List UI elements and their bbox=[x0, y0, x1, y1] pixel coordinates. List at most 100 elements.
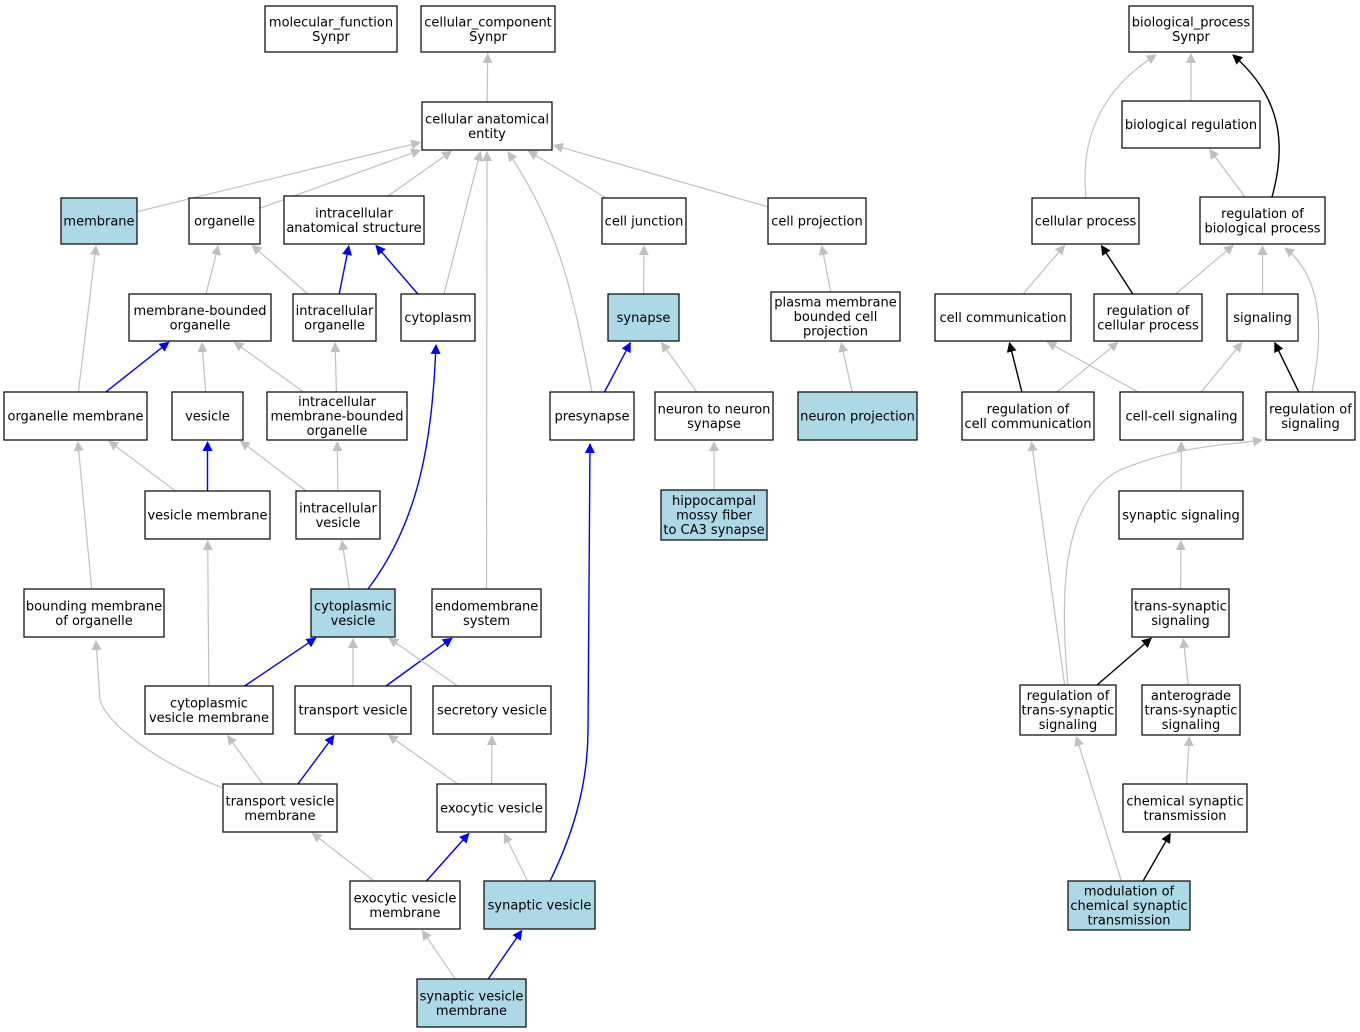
node-label-line: vesicle bbox=[185, 410, 230, 425]
node-label-line: chemical synaptic bbox=[1070, 899, 1187, 914]
node-box bbox=[1131, 588, 1230, 638]
node-synapse[interactable]: synapse bbox=[607, 293, 680, 342]
edge-exocytic-vesicle-membrane-to-exocytic-vesicle bbox=[425, 832, 470, 882]
node-organelle[interactable]: organelle bbox=[188, 197, 261, 245]
node-cell-cell-signaling[interactable]: cell-cell signaling bbox=[1119, 391, 1244, 441]
node-label-line: membrane-bounded bbox=[270, 410, 403, 425]
node-neuron-projection[interactable]: neuron projection bbox=[797, 391, 918, 441]
node-cellular-process[interactable]: cellular process bbox=[1031, 197, 1140, 245]
node-cell-communication[interactable]: cell communication bbox=[934, 293, 1072, 342]
node-presynapse[interactable]: presynapse bbox=[549, 391, 635, 441]
node-label-line: bounded cell bbox=[794, 310, 878, 325]
edge-synaptic-vesicle-to-exocytic-vesicle bbox=[503, 832, 529, 882]
node-label-line: cell projection bbox=[771, 215, 862, 230]
node-vesicle-membrane[interactable]: vesicle membrane bbox=[144, 490, 271, 540]
edge-synaptic-vesicle-membrane-to-synaptic-vesicle bbox=[487, 929, 523, 980]
node-label-line: endomembrane bbox=[435, 599, 539, 614]
edge-neuron-projection-to-plasma-membrane-bounded-cell-projection bbox=[838, 342, 853, 393]
node-label-line: secretory vesicle bbox=[437, 704, 547, 719]
node-label-line: to CA3 synapse bbox=[663, 523, 764, 538]
edge-modulation-of-chemical-synaptic-transmission-to-chemical-synaptic-transmission bbox=[1142, 832, 1171, 882]
node-box bbox=[128, 293, 272, 342]
node-label-line: trans-synaptic bbox=[1134, 599, 1227, 614]
node-label-line: organelle membrane bbox=[7, 410, 143, 425]
node-label-line: system bbox=[463, 614, 510, 629]
node-label-line: cell communication bbox=[964, 417, 1091, 432]
node-cell-projection[interactable]: cell projection bbox=[767, 197, 867, 245]
node-box bbox=[601, 197, 687, 245]
node-box bbox=[420, 5, 556, 53]
edge-cell-communication-to-cellular-process bbox=[1022, 244, 1066, 295]
node-label-line: transmission bbox=[1087, 914, 1170, 929]
edge-cell-projection-to-cellular-anatomical-entity bbox=[552, 142, 769, 208]
node-box bbox=[1121, 100, 1261, 149]
node-label-line: presynapse bbox=[554, 410, 629, 425]
node-membrane[interactable]: membrane bbox=[60, 197, 138, 245]
node-organelle-membrane[interactable]: organelle membrane bbox=[3, 391, 148, 441]
edge-exocytic-vesicle-membrane-to-transport-vesicle-membrane bbox=[311, 832, 375, 882]
edge-regulation-of-cellular-process-to-regulation-of-biological-process bbox=[1175, 244, 1234, 295]
node-label-line: membrane bbox=[63, 215, 134, 230]
node-label-line: signaling bbox=[1162, 718, 1221, 733]
node-cell-junction[interactable]: cell junction bbox=[601, 197, 687, 245]
node-transport-vesicle[interactable]: transport vesicle bbox=[294, 685, 412, 735]
edge-chemical-synaptic-transmission-to-anterograde-trans-synaptic-signaling bbox=[1183, 736, 1194, 785]
edge-regulation-of-biological-process-to-biological-process bbox=[1232, 54, 1280, 198]
node-cytoplasm[interactable]: cytoplasm bbox=[400, 293, 476, 342]
node-synaptic-vesicle[interactable]: synaptic vesicle bbox=[483, 880, 596, 930]
node-label-line: synaptic vesicle bbox=[488, 899, 592, 914]
edge-intracellular-vesicle-to-vesicle bbox=[239, 440, 307, 492]
node-signaling[interactable]: signaling bbox=[1226, 293, 1299, 342]
node-label-line: regulation of bbox=[1221, 207, 1304, 222]
edge-regulation-of-trans-synaptic-signaling-to-regulation-of-cell-communication bbox=[1027, 441, 1066, 686]
edge-vesicle-to-membrane-bounded-organelle bbox=[197, 342, 208, 393]
node-label-line: signaling bbox=[1281, 417, 1340, 432]
node-box bbox=[436, 783, 547, 833]
node-box bbox=[431, 588, 542, 638]
node-box bbox=[60, 197, 138, 245]
node-box bbox=[660, 489, 768, 541]
node-label-line: organelle bbox=[307, 424, 368, 439]
node-vesicle[interactable]: vesicle bbox=[171, 391, 244, 441]
node-exocytic-vesicle[interactable]: exocytic vesicle bbox=[436, 783, 547, 833]
node-biological-regulation[interactable]: biological regulation bbox=[1121, 100, 1261, 149]
edge-intracellular-membrane-bounded-organelle-to-intracellular-organelle bbox=[330, 342, 341, 393]
node-label-line: regulation of bbox=[1107, 304, 1190, 319]
node-label-line: regulation of bbox=[1027, 689, 1110, 704]
node-box bbox=[767, 197, 867, 245]
node-box bbox=[349, 880, 461, 930]
node-secretory-vesicle[interactable]: secretory vesicle bbox=[432, 685, 552, 735]
node-synaptic-signaling[interactable]: synaptic signaling bbox=[1118, 490, 1244, 540]
node-label-line: intracellular bbox=[315, 206, 393, 221]
edge-vesicle-membrane-to-organelle-membrane bbox=[108, 440, 176, 492]
edge-exocytic-vesicle-to-transport-vesicle bbox=[387, 734, 458, 785]
